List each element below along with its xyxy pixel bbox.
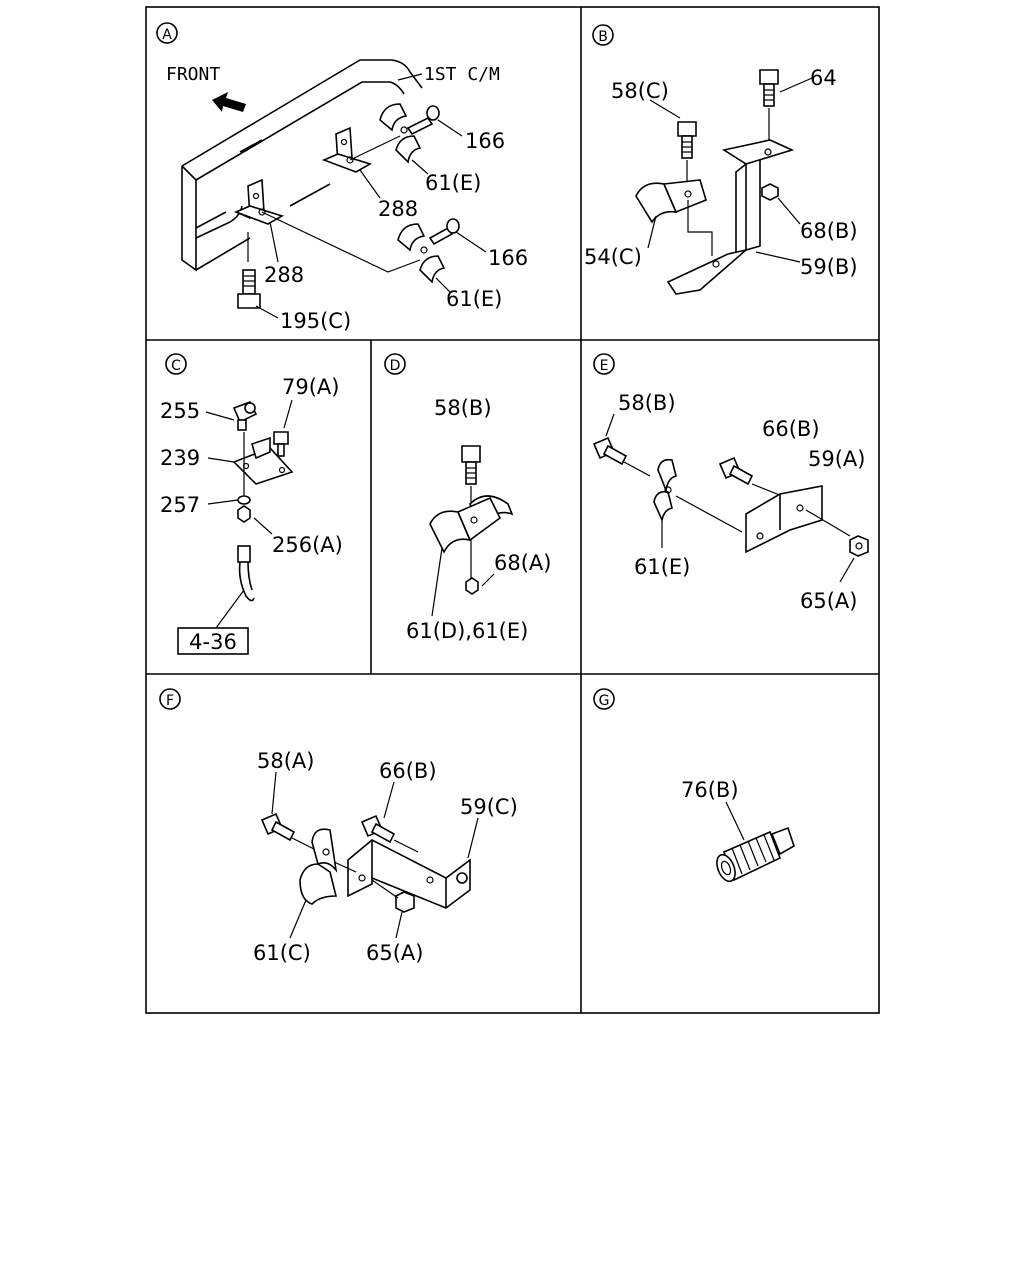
crossmember [181, 59, 423, 272]
panel-c-letter: C [171, 358, 181, 374]
front-arrow-icon [212, 92, 246, 112]
bolt-66b-e [718, 456, 783, 497]
clamp-61d-61e [429, 495, 514, 554]
clamp-61e-bottom [397, 223, 446, 284]
bolt-58b-d [461, 445, 481, 580]
label-166-top: 166 [465, 129, 505, 153]
clamp-54c [635, 179, 713, 256]
label-65a-f: 65(A) [366, 941, 423, 965]
bolt-58c [677, 121, 697, 182]
fitting-76b [716, 826, 795, 883]
clamp-61e-top [379, 103, 422, 164]
bracket-59a [745, 485, 823, 554]
panel-c: C [160, 353, 343, 655]
label-76b: 76(B) [681, 778, 739, 802]
bolt-66b-f [360, 814, 419, 853]
label-255: 255 [160, 399, 200, 423]
label-59c: 59(C) [460, 795, 518, 819]
bolt-58b-e [592, 436, 651, 477]
label-59b: 59(B) [800, 255, 858, 279]
panel-b-letter: B [598, 29, 608, 45]
panel-b: B [584, 24, 858, 295]
nut-65a-e [849, 535, 869, 557]
label-61e-top: 61(E) [425, 171, 481, 195]
label-68a: 68(A) [494, 551, 551, 575]
hose-end [215, 545, 255, 629]
panel-g-letter: G [599, 693, 610, 709]
panel-d-letter: D [390, 358, 401, 374]
label-61e-e: 61(E) [634, 555, 690, 579]
bolt-64 [759, 69, 779, 146]
nut-256a [237, 505, 251, 523]
panel-d-marker: D [384, 353, 406, 375]
bracket-239 [232, 436, 294, 485]
panel-f: F [159, 688, 518, 965]
panel-d: D 58(B) 68(A) 61(D),61(E) [384, 353, 551, 643]
bolt-166-bottom [428, 218, 460, 246]
label-195c: 195(C) [280, 309, 351, 333]
nut-65a-f [395, 891, 415, 913]
label-239: 239 [160, 446, 200, 470]
panel-a-marker: A [156, 22, 178, 44]
panel-f-marker: F [159, 688, 181, 710]
label-65a-e: 65(A) [800, 589, 857, 613]
bolt-195c [237, 232, 261, 309]
label-79a: 79(A) [282, 375, 339, 399]
label-256a: 256(A) [272, 533, 343, 557]
bracket-288-mid [321, 126, 372, 173]
label-61c: 61(C) [253, 941, 311, 965]
nut-68a [465, 577, 479, 595]
panel-g-marker: G [593, 688, 615, 710]
label-166-bottom: 166 [488, 246, 528, 270]
label-59a: 59(A) [808, 447, 865, 471]
label-54c: 54(C) [584, 245, 642, 269]
panel-f-letter: F [166, 693, 174, 709]
bracket-59b [666, 139, 795, 295]
label-68b: 68(B) [800, 219, 858, 243]
label-58b-d: 58(B) [434, 396, 492, 420]
label-288-left: 288 [264, 263, 304, 287]
label-288-mid: 288 [378, 197, 418, 221]
front-label: FRONT [166, 64, 220, 85]
crossmember-label: 1ST C/M [424, 64, 500, 85]
bracket-59c [347, 839, 471, 909]
label-66b-e: 66(B) [762, 417, 820, 441]
bolt-58a [260, 812, 317, 851]
panel-a-letter: A [162, 27, 172, 43]
panel-e-letter: E [600, 358, 609, 374]
panel-e: E 58(B) [592, 353, 869, 613]
clamp-61c [299, 828, 338, 905]
panel-b-marker: B [592, 24, 614, 46]
panel-a: A FRONT 1ST C/M [156, 22, 528, 333]
diagram-frame [145, 6, 880, 1014]
label-257: 257 [160, 493, 200, 517]
reference-label: 4-36 [189, 630, 237, 654]
washer-257 [237, 495, 251, 505]
label-64: 64 [810, 66, 837, 90]
label-61e-bottom: 61(E) [446, 287, 502, 311]
fitting-255 [232, 400, 258, 431]
label-58a: 58(A) [257, 749, 314, 773]
reference-box-4-36: 4-36 [177, 627, 249, 655]
bracket-288-left [233, 178, 284, 225]
bolt-79a [273, 431, 289, 457]
panel-e-marker: E [593, 353, 615, 375]
clamp-61e-e [653, 458, 677, 548]
nut-68b [761, 183, 779, 201]
label-61d-61e: 61(D),61(E) [406, 619, 528, 643]
label-58b-e: 58(B) [618, 391, 676, 415]
panel-g: G 76(B) [593, 688, 795, 883]
label-66b-f: 66(B) [379, 759, 437, 783]
bolt-166-top [406, 105, 440, 136]
label-58c: 58(C) [611, 79, 669, 103]
panel-c-marker: C [165, 353, 187, 375]
